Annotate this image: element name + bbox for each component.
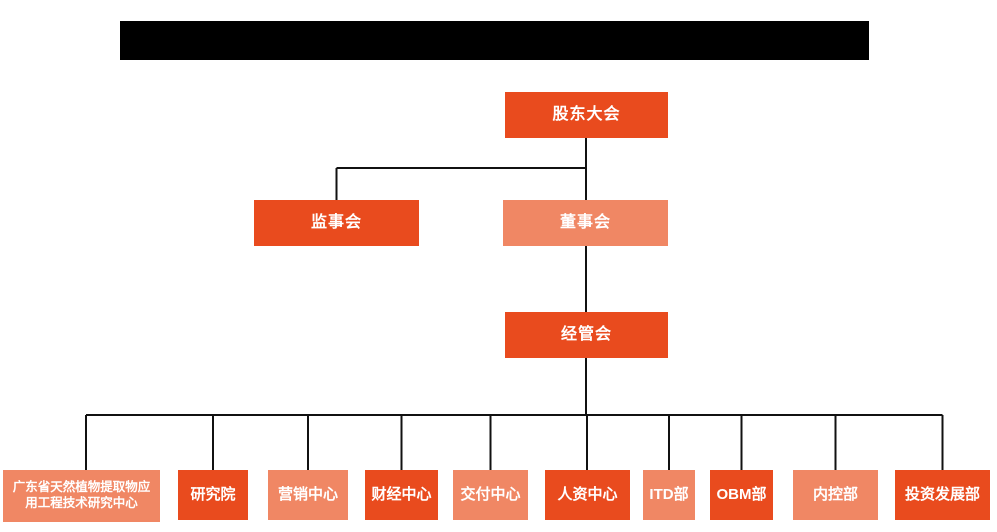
org-node-hr-center: 人资中心 [545, 470, 630, 520]
org-node-label: 投资发展部 [904, 485, 980, 503]
org-node-label: 股东大会 [552, 106, 621, 123]
org-node-label: 人资中心 [557, 485, 618, 503]
org-node-itd-dept: ITD部 [643, 470, 695, 520]
org-node-label: ITD部 [649, 485, 689, 503]
org-node-label: 董事会 [559, 214, 611, 231]
org-node-label: 内控部 [812, 485, 858, 503]
title-redacted-bar [120, 21, 869, 60]
org-node-marketing-center: 营销中心 [268, 470, 348, 520]
org-node-label: 监事会 [310, 214, 362, 231]
org-node-investment-development-dept: 投资发展部 [895, 470, 990, 520]
org-node-label: 研究院 [190, 485, 236, 503]
org-node-supervisory-board: 监事会 [254, 200, 419, 246]
org-node-label: 广东省天然植物提取物应用工程技术研究中心 [12, 480, 151, 510]
org-node-gd-natural-plant-extract-center: 广东省天然植物提取物应用工程技术研究中心 [3, 470, 160, 522]
org-node-obm-dept: OBM部 [710, 470, 773, 520]
org-node-shareholders-meeting: 股东大会 [505, 92, 668, 138]
org-node-board-of-directors: 董事会 [503, 200, 668, 246]
org-node-research-institute: 研究院 [178, 470, 248, 520]
org-node-label: OBM部 [716, 485, 767, 503]
org-node-label: 营销中心 [277, 485, 338, 503]
org-node-delivery-center: 交付中心 [453, 470, 528, 520]
org-node-internal-control-dept: 内控部 [793, 470, 878, 520]
org-node-label: 财经中心 [371, 485, 432, 503]
org-node-management-committee: 经管会 [505, 312, 668, 358]
org-node-label: 交付中心 [460, 485, 521, 503]
org-node-label: 经管会 [560, 326, 612, 343]
org-node-finance-center: 财经中心 [365, 470, 438, 520]
